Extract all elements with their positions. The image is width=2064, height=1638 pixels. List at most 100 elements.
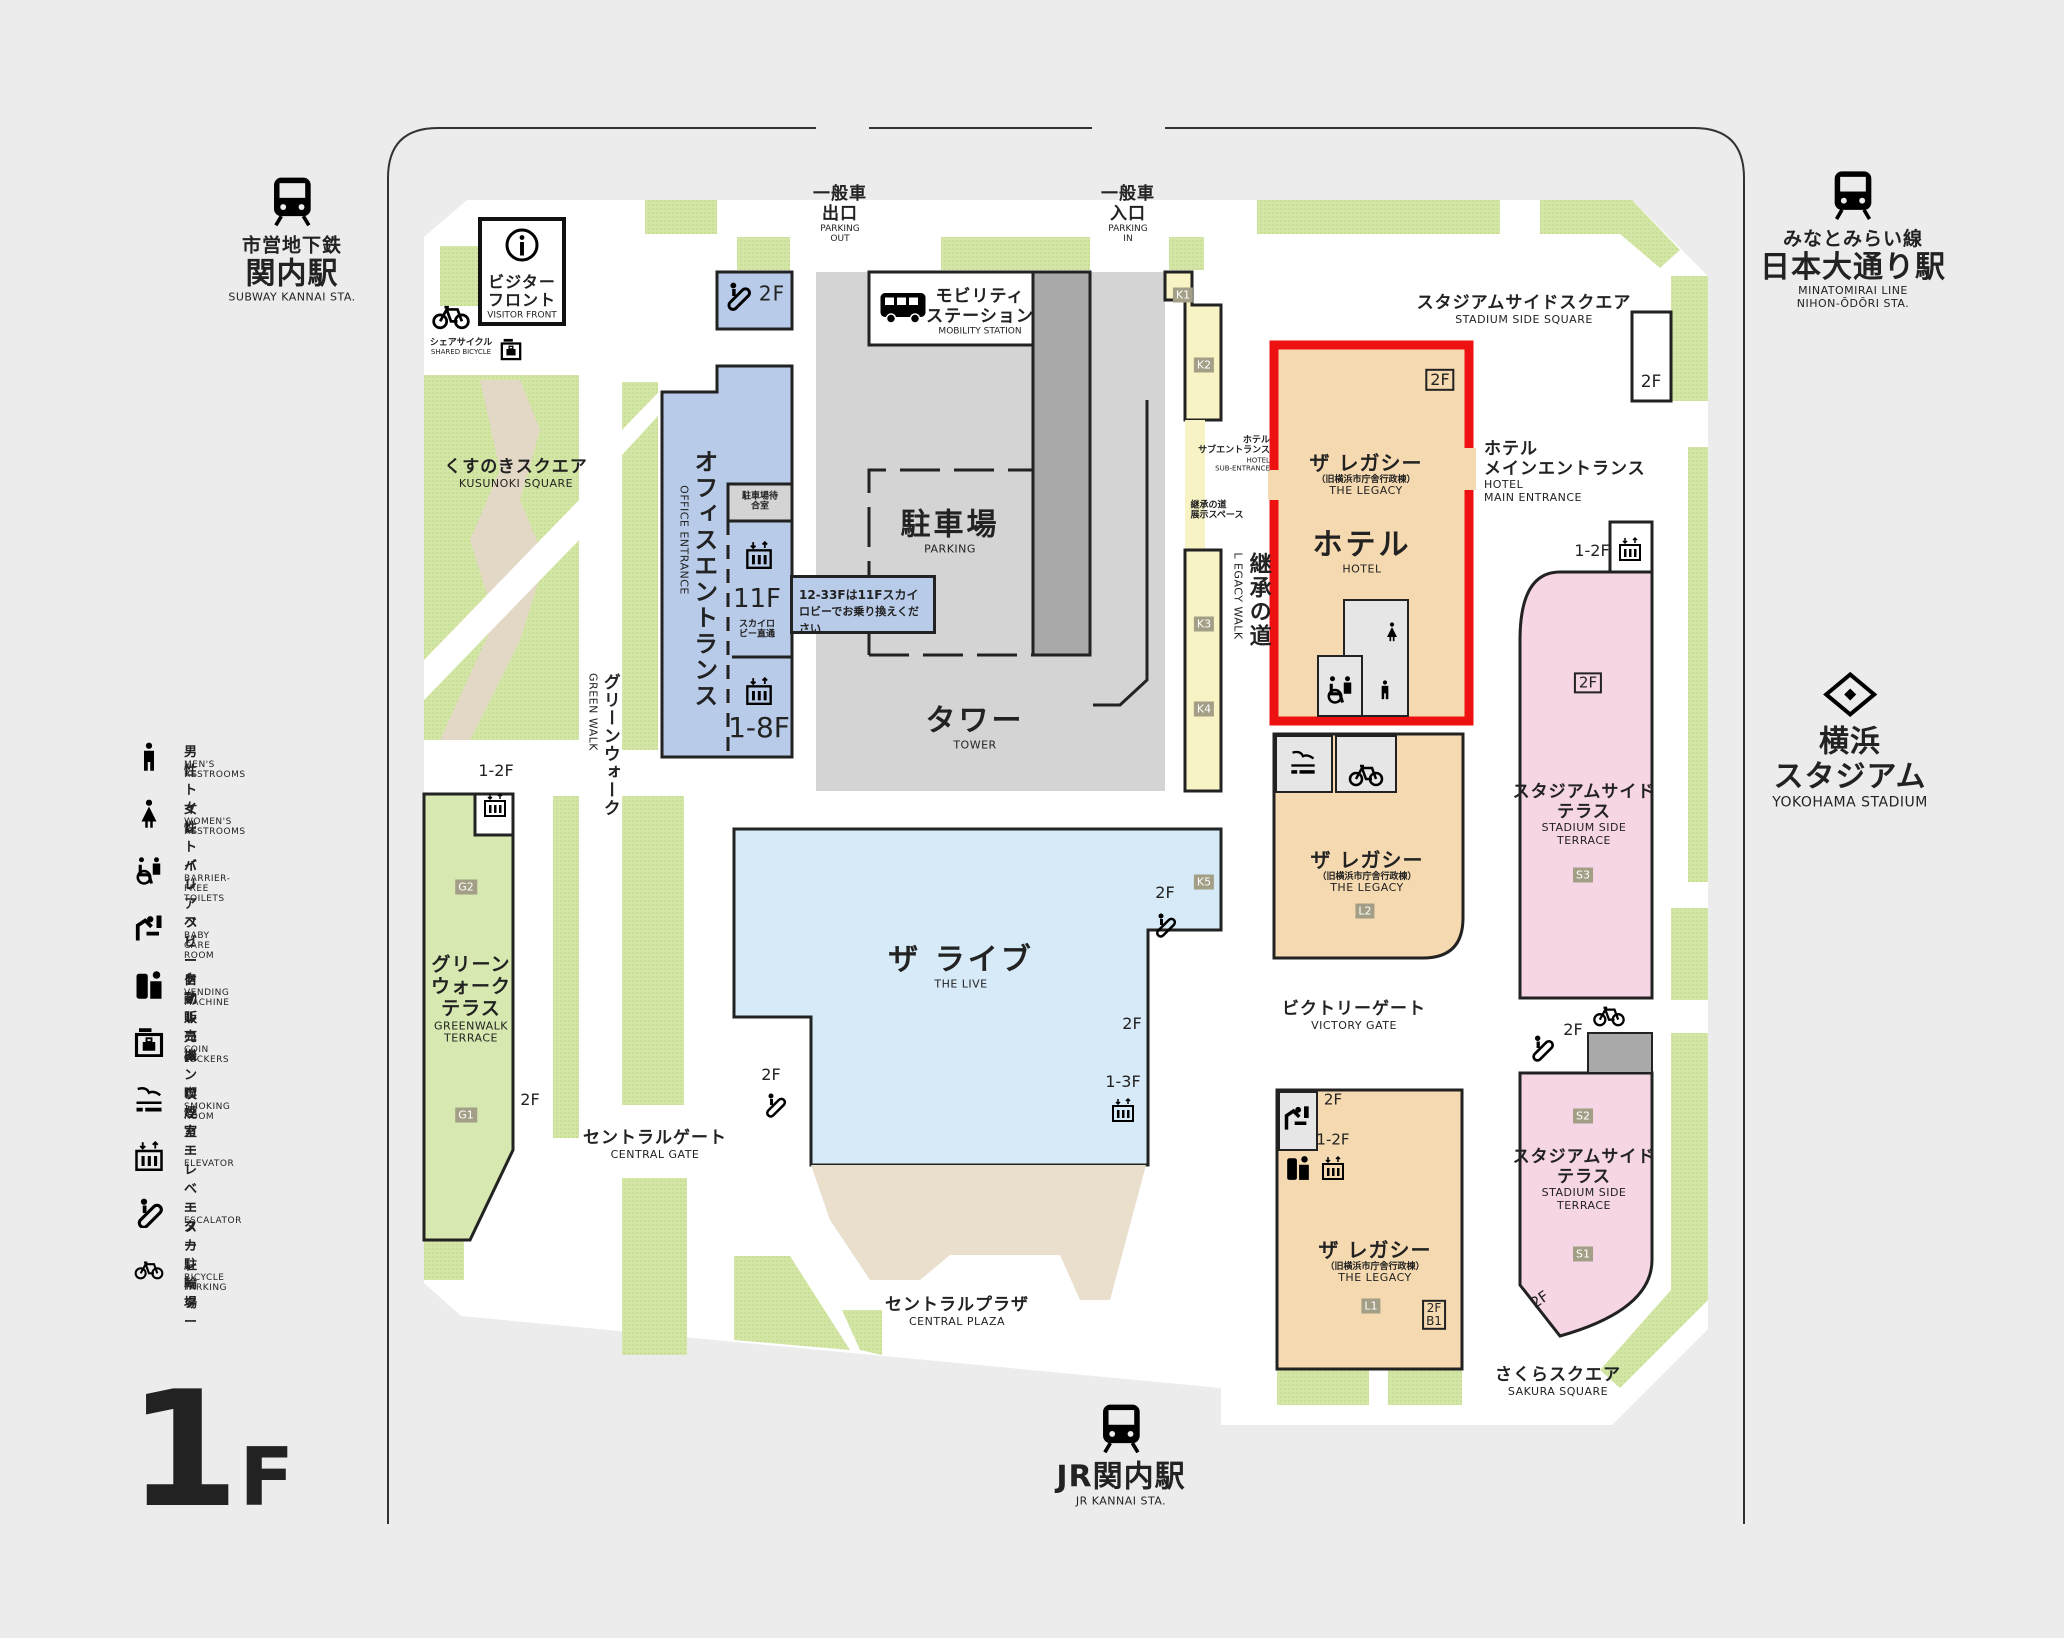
label-en: MOBILITY STATION — [938, 326, 1022, 337]
label-jp: くすのきスクエア — [444, 456, 588, 477]
label-jp: ステーション — [926, 305, 1034, 326]
escalator-icon — [134, 1198, 164, 1228]
label-jp: 駐車場 — [900, 507, 1000, 543]
mobility-station-label: モビリティ ステーション MOBILITY STATION — [926, 287, 1034, 337]
office-escalator-box — [715, 270, 794, 331]
office-entrance-label: オフィスエントランス — [689, 449, 718, 709]
label-jp: サブエントランス — [1198, 445, 1270, 456]
label-en: HOTEL — [1246, 456, 1270, 465]
elevator-icon — [1321, 1153, 1345, 1183]
diagonal-path — [424, 500, 579, 700]
label-jp: メインエントランス — [1484, 458, 1646, 479]
escalator-floor: 2F — [1155, 882, 1175, 902]
label-sub: （旧横浜市庁舎行政棟） — [1317, 872, 1417, 883]
label-en: PARKING — [924, 541, 976, 555]
label-jp: スタジアムサイドスクエア — [1416, 292, 1632, 313]
parking-label: 駐車場 PARKING — [901, 508, 1000, 555]
label-en: HOTEL — [1484, 477, 1524, 491]
label-en: KUSUNOKI SQUARE — [458, 476, 574, 490]
label-jp: テラス — [1557, 1166, 1611, 1187]
legend-label-en: BARRIER-FREE TOILETS — [184, 874, 231, 904]
badge-g1: G1 — [455, 1107, 477, 1123]
label-en: STADIUM SIDE — [1541, 1185, 1627, 1199]
bicycle-parking-icon — [1347, 763, 1385, 787]
elevator-icon — [483, 791, 507, 819]
label-jp: タワー — [925, 703, 1025, 739]
mens-restroom-icon — [1375, 675, 1395, 705]
parking-out-label: 一般車 出口 PARKING OUT — [813, 185, 867, 245]
terrace-s1-label: スタジアムサイド テラス STADIUM SIDE TERRACE — [1513, 1147, 1656, 1212]
badge-l2: L2 — [1355, 903, 1375, 919]
label-jp: 展示スペース — [1190, 511, 1244, 521]
label-en: TERRACE — [1557, 833, 1611, 847]
note-line: 12-33Fは11Fスカイ — [799, 588, 919, 602]
visitor-front-label[interactable]: ビジター フロント VISITOR FRONT — [487, 273, 557, 321]
info-icon — [504, 227, 540, 263]
baby-care-icon — [1283, 1103, 1311, 1133]
legend-label-en: ESCALATOR — [184, 1216, 242, 1226]
station-name: JR関内駅 — [1056, 1459, 1186, 1495]
badge-k2: K2 — [1193, 357, 1215, 373]
escalator-floor: 2F — [758, 281, 786, 306]
label-sub: （旧横浜市庁舎行政棟） — [1325, 1262, 1425, 1273]
subway-kannai-station[interactable]: 市営地下鉄 関内駅 SUBWAY KANNAI STA. — [228, 176, 355, 305]
label-en: PARKING — [1108, 224, 1148, 235]
parking-ramp — [1031, 270, 1092, 657]
bicycle-icon — [134, 1255, 164, 1285]
elevator-icon — [745, 674, 773, 708]
stair-floor: 2F — [1640, 372, 1662, 393]
elevator-box — [1608, 520, 1654, 574]
parking-in-label: 一般車 入口 PARKING IN — [1101, 185, 1155, 245]
elevator-floors: 1-3F — [1105, 1071, 1141, 1091]
vending-machine-icon — [1285, 1153, 1311, 1183]
label-jp: 入口 — [1110, 203, 1146, 224]
site-boundary — [387, 127, 1745, 1524]
label-sub: （旧横浜市庁舎行政棟） — [1316, 475, 1416, 486]
terrace-s3-building — [1518, 570, 1654, 1000]
nihon-odori-station[interactable]: みなとみらい線 日本大通り駅 MINATOMIRAI LINE NIHON-ŌD… — [1760, 169, 1946, 311]
stair-floor: 2F — [1122, 1013, 1142, 1033]
the-live-building — [732, 827, 1223, 1167]
train-icon — [1099, 1402, 1143, 1454]
label-en: STADIUM SIDE SQUARE — [1455, 312, 1593, 326]
label-jp: ホテル — [1242, 435, 1270, 446]
label-en: THE LEGACY — [1329, 484, 1403, 498]
label-en: SAKURA SQUARE — [1507, 1384, 1609, 1398]
greenwalk-terrace-label: グリーン ウォーク テラス GREENWALK TERRACE — [431, 953, 511, 1046]
elevator-floors: 1-2F — [478, 760, 514, 780]
legacy-walk-label: 継承の道 — [1245, 552, 1271, 648]
label-jp: フロント — [487, 290, 556, 310]
yokohama-stadium[interactable]: 横浜 スタジアム YOKOHAMA STADIUM — [1772, 669, 1928, 810]
parking-waiting-room: 駐車場待合室 — [741, 491, 778, 512]
label-jp: ホテル — [1484, 438, 1538, 459]
floor-suffix: F — [239, 1431, 294, 1524]
label-jp: ザ レガシー — [1310, 848, 1424, 873]
elevator-icon — [1111, 1096, 1135, 1124]
stadium-name-2: スタジアム — [1773, 758, 1927, 794]
legacy-l2-label: ザ レガシー （旧横浜市庁舎行政棟） THE LEGACY — [1311, 849, 1424, 895]
legend-label: エスカレーター — [184, 1201, 198, 1330]
shared-bicycle-label: シェアサイクル SHARED BICYCLE — [430, 338, 493, 356]
legend-label: バリアフリートイレ — [184, 859, 198, 1026]
jr-kannai-station[interactable]: JR関内駅 JR KANNAI STA. — [1056, 1402, 1185, 1507]
hotel-sub-entrance-label: ホテル サブエントランス HOTEL SUB-ENTRANCE — [1198, 436, 1270, 473]
label-en: IN — [1123, 234, 1133, 245]
label-jp: スタジアムサイド — [1512, 781, 1656, 802]
label-jp: ビクトリーゲート — [1282, 998, 1426, 1019]
office-entrance-en: OFFICE ENTRANCE — [677, 485, 691, 595]
hotel-main-entrance-label: ホテル メインエントランス HOTEL MAIN ENTRANCE — [1484, 438, 1646, 504]
label-jp: テラス — [1557, 801, 1611, 822]
elevator-floors: 1-8F — [728, 710, 790, 744]
kusunoki-square-label: くすのきスクエア KUSUNOKI SQUARE — [444, 456, 588, 490]
label-jp: ザ レガシー — [1318, 1238, 1432, 1263]
badge-k3: K3 — [1193, 616, 1215, 632]
label-jp: グリーン — [431, 953, 511, 976]
legacy-exhibit-label: 継承の道 展示スペース — [1191, 501, 1244, 522]
label-en: TERRACE — [444, 1031, 498, 1045]
train-icon — [1831, 169, 1875, 221]
terrace-s3-label: スタジアムサイド テラス STADIUM SIDE TERRACE — [1512, 781, 1656, 847]
central-plaza-area — [811, 1165, 1146, 1300]
stadium-side-square-label: スタジアムサイドスクエア STADIUM SIDE SQUARE — [1416, 292, 1632, 326]
label-jp: さくらスクエア — [1495, 1364, 1621, 1385]
label-en: CENTRAL GATE — [610, 1147, 700, 1161]
